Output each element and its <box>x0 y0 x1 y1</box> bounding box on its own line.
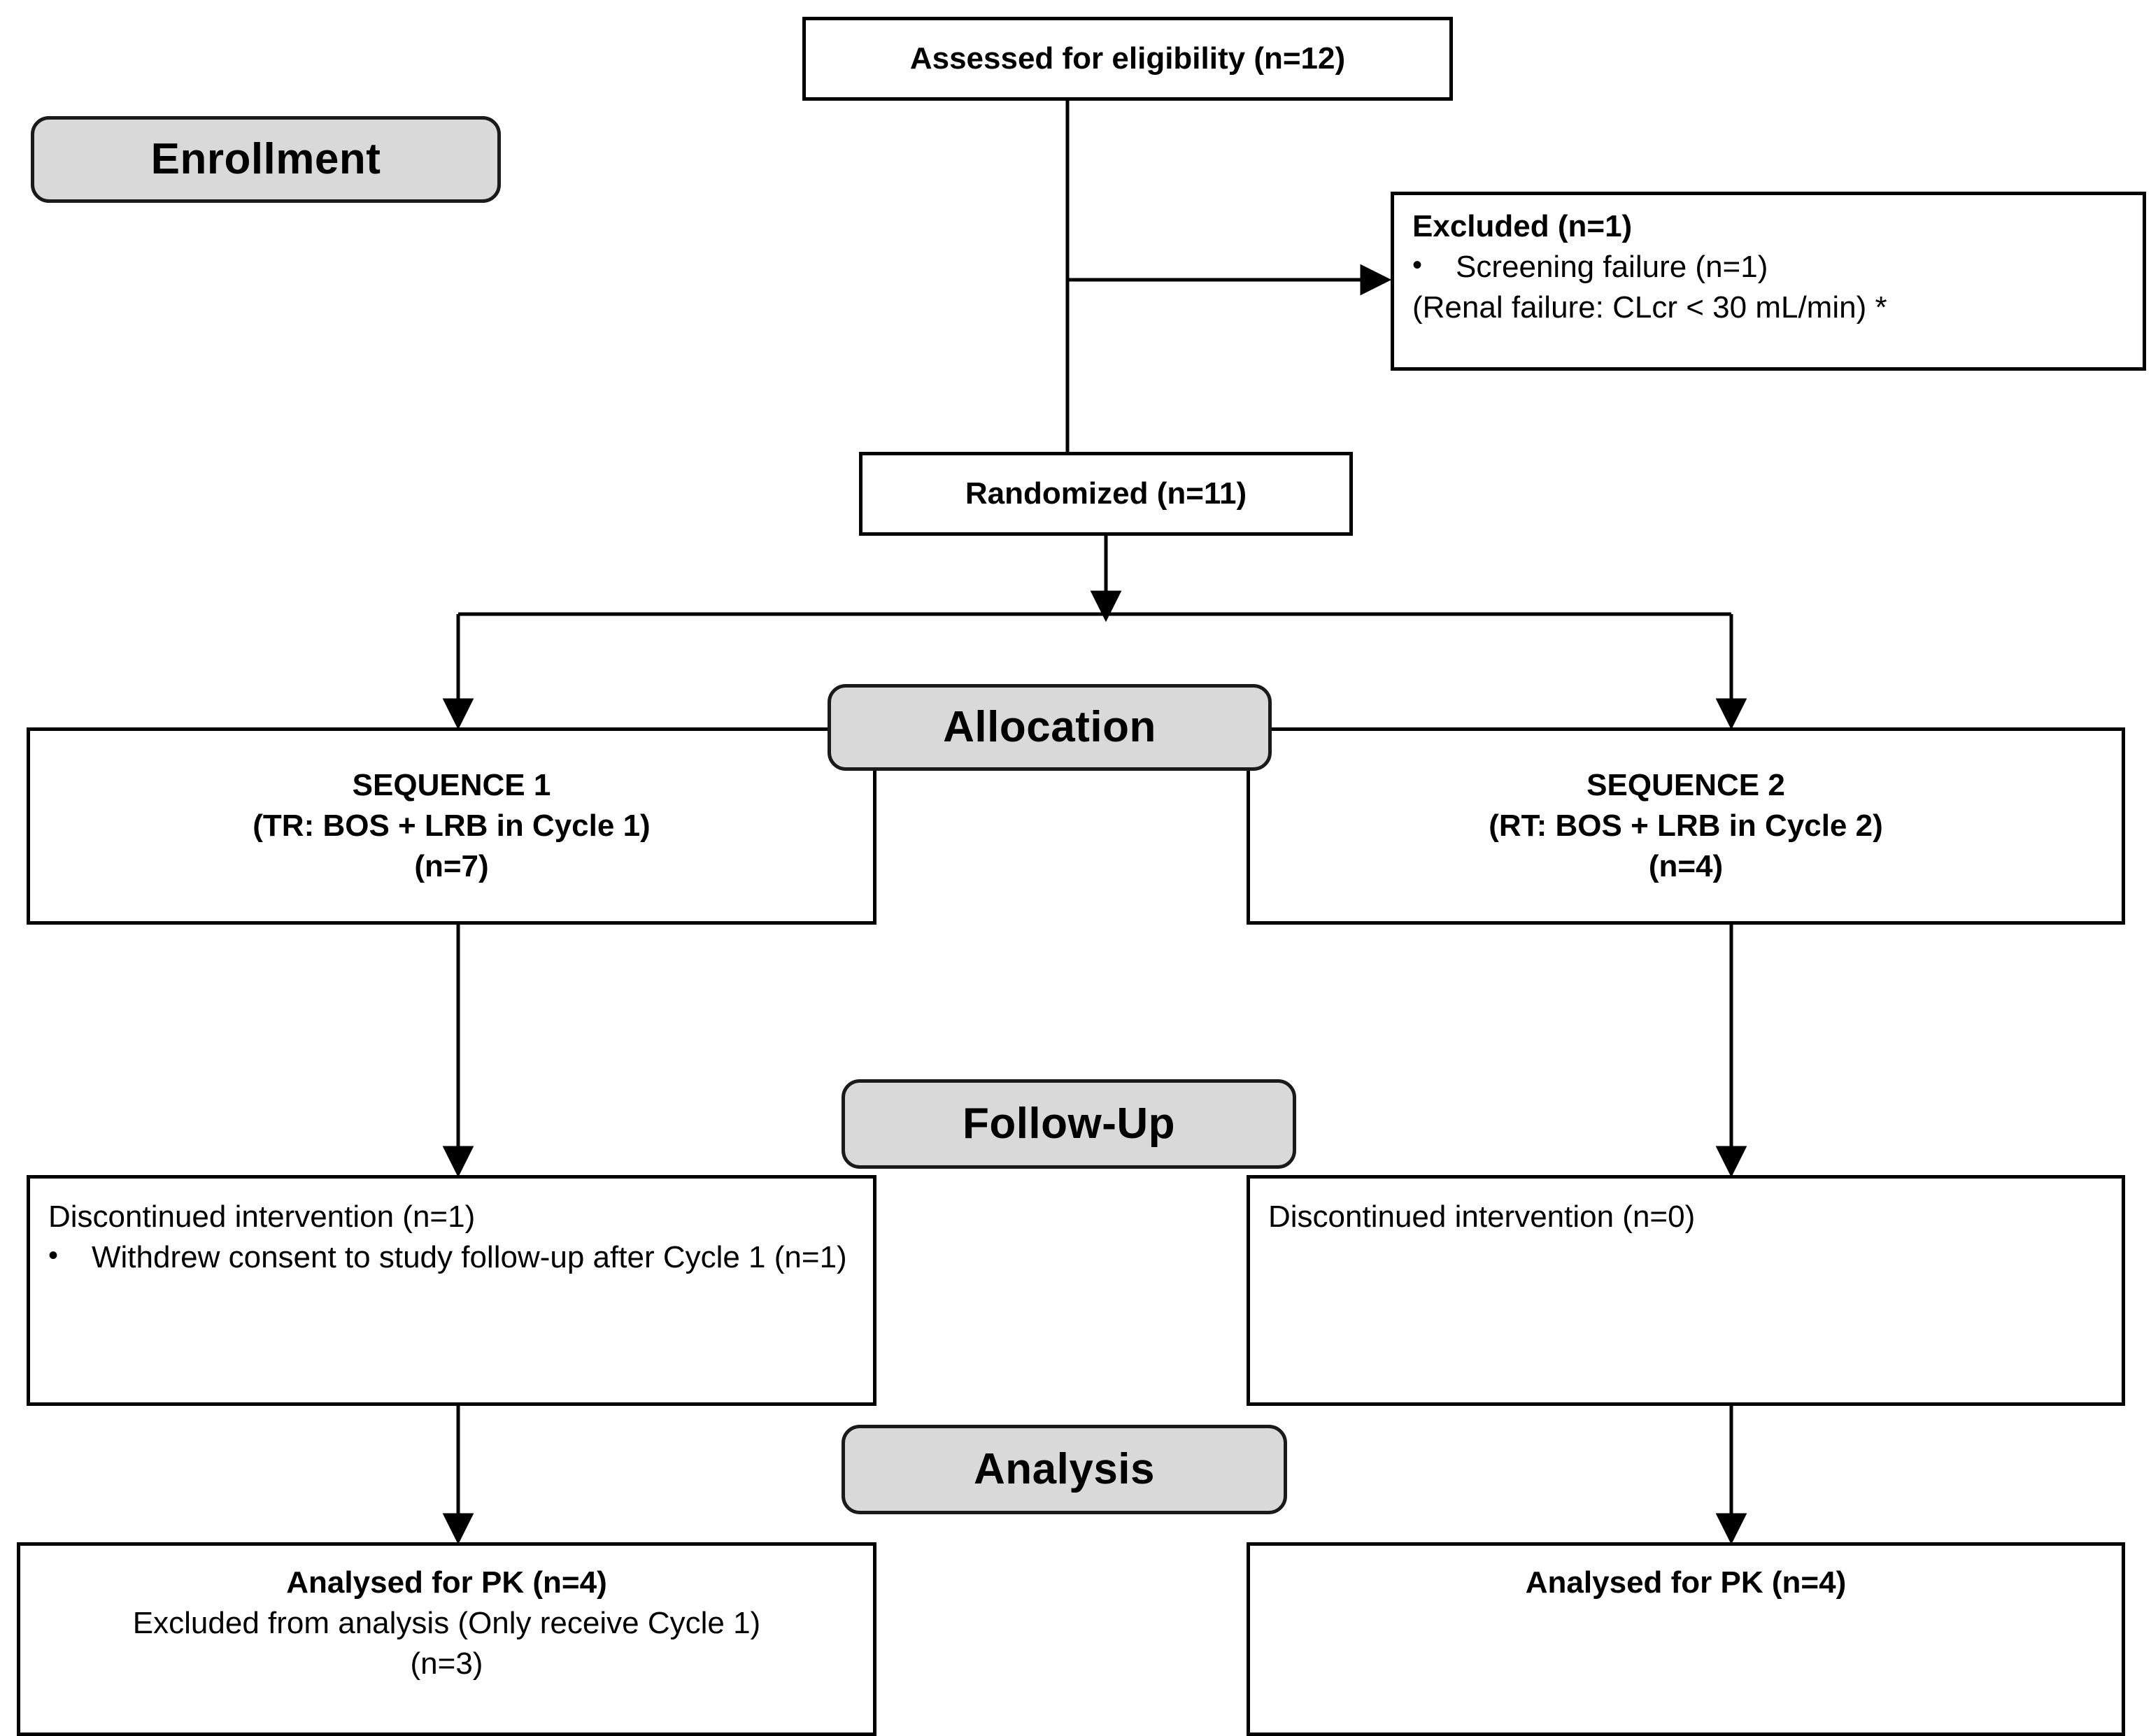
box-assessed-for-eligibility: Assessed for eligibility (n=12) <box>802 17 1453 101</box>
excluded-bullet-text: Screening failure (n=1) <box>1456 250 1768 285</box>
box-analysis-sequence-1: Analysed for PK (n=4) Excluded from anal… <box>17 1542 876 1736</box>
box-followup-sequence-1: Discontinued intervention (n=1) • Withdr… <box>27 1175 876 1406</box>
analysis-left-line-1: Analysed for PK (n=4) <box>286 1565 607 1600</box>
sequence-1-line-2: (TR: BOS + LRB in Cycle 1) <box>253 808 651 843</box>
followup-right-heading: Discontinued intervention (n=0) <box>1268 1200 1696 1234</box>
box-randomized: Randomized (n=11) <box>859 452 1353 536</box>
followup-left-heading: Discontinued intervention (n=1) <box>48 1200 476 1234</box>
randomized-text: Randomized (n=11) <box>965 476 1247 511</box>
stage-label-allocation-text: Allocation <box>943 703 1156 751</box>
stage-label-followup-text: Follow-Up <box>962 1100 1176 1148</box>
box-analysis-sequence-2: Analysed for PK (n=4) <box>1247 1542 2125 1736</box>
analysis-right-line-1: Analysed for PK (n=4) <box>1525 1565 1847 1600</box>
excluded-title: Excluded (n=1) <box>1412 209 1633 243</box>
excluded-bullet-item: • Screening failure (n=1) <box>1394 247 2143 287</box>
analysis-left-line-2: Excluded from analysis (Only receive Cyc… <box>132 1606 761 1641</box>
analysis-left-line-3: (n=3) <box>410 1646 483 1681</box>
box-sequence-1: SEQUENCE 1 (TR: BOS + LRB in Cycle 1) (n… <box>27 727 876 925</box>
box-excluded: Excluded (n=1) • Screening failure (n=1)… <box>1391 192 2146 371</box>
assessed-text: Assessed for eligibility (n=12) <box>909 41 1346 76</box>
stage-label-allocation: Allocation <box>828 684 1272 771</box>
sequence-2-line-3: (n=4) <box>1648 849 1724 884</box>
followup-left-bullet-text: Withdrew consent to study follow-up afte… <box>92 1240 847 1275</box>
stage-label-analysis: Analysis <box>842 1425 1287 1514</box>
stage-label-enrollment: Enrollment <box>31 116 501 203</box>
sequence-1-line-1: SEQUENCE 1 <box>352 767 551 802</box>
followup-left-bullet-item: • Withdrew consent to study follow-up af… <box>30 1237 873 1278</box>
bullet-icon: • <box>1412 250 1423 281</box>
excluded-note: (Renal failure: CLcr < 30 mL/min) * <box>1412 290 1887 325</box>
sequence-2-line-2: (RT: BOS + LRB in Cycle 2) <box>1489 808 1883 843</box>
stage-label-enrollment-text: Enrollment <box>150 135 381 183</box>
box-followup-sequence-2: Discontinued intervention (n=0) <box>1247 1175 2125 1406</box>
stage-label-analysis-text: Analysis <box>973 1445 1156 1493</box>
stage-label-followup: Follow-Up <box>842 1079 1296 1169</box>
sequence-1-line-3: (n=7) <box>414 849 489 884</box>
sequence-2-line-1: SEQUENCE 2 <box>1586 767 1785 802</box>
box-sequence-2: SEQUENCE 2 (RT: BOS + LRB in Cycle 2) (n… <box>1247 727 2125 925</box>
bullet-icon: • <box>48 1240 59 1272</box>
